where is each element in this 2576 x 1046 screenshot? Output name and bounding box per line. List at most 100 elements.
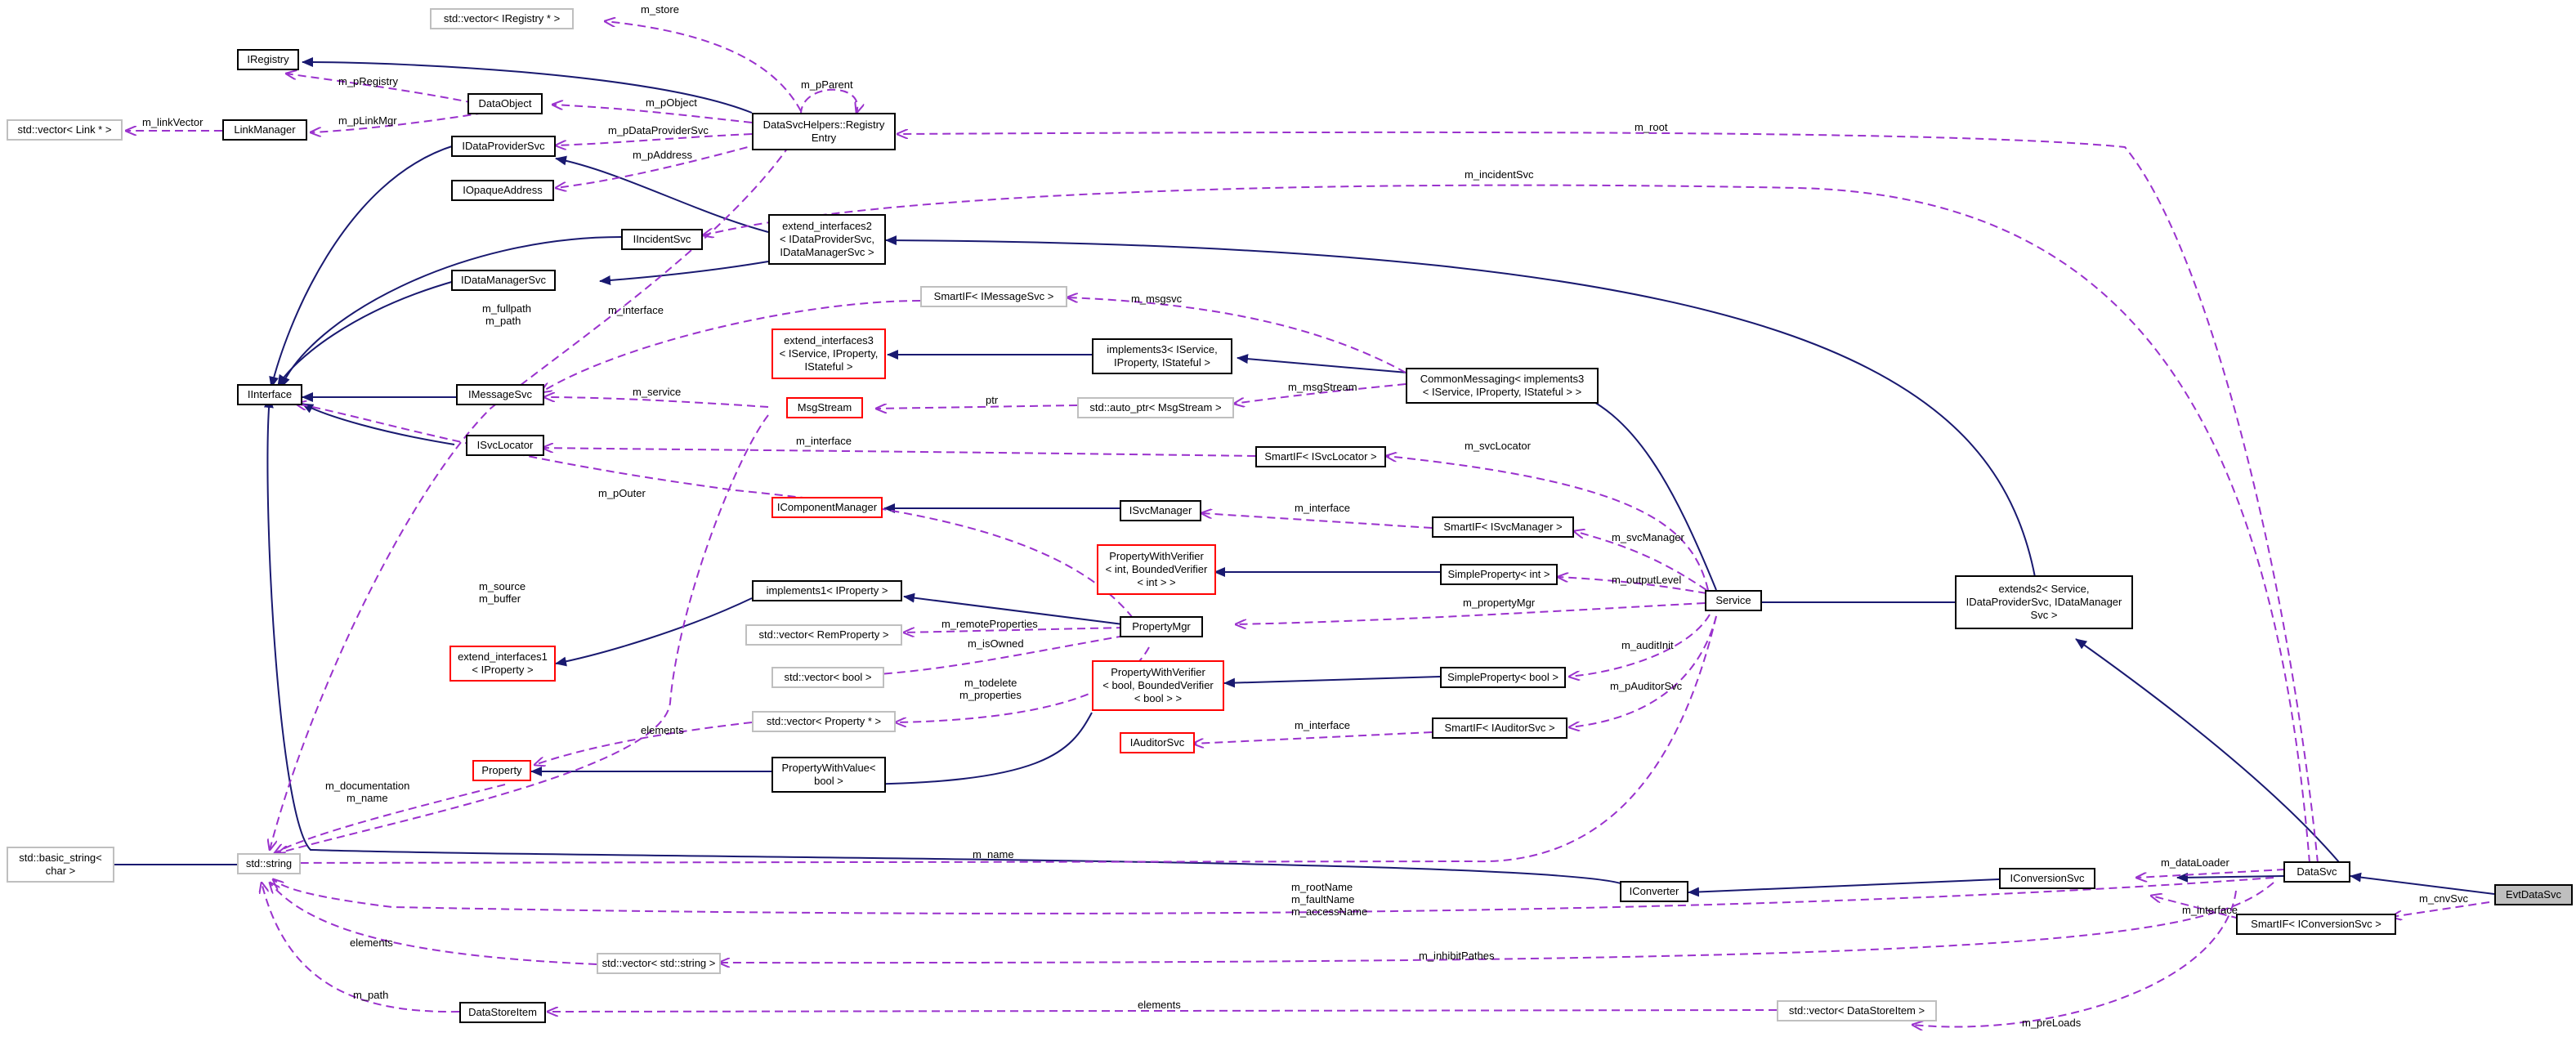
node-propertymgr[interactable]: PropertyMgr xyxy=(1120,616,1203,637)
node-commonmessaging[interactable]: CommonMessaging< implements3 < IService,… xyxy=(1406,368,1599,404)
node-simpleproperty-bool[interactable]: SimpleProperty< bool > xyxy=(1440,667,1566,688)
node-iopaqueaddress[interactable]: IOpaqueAddress xyxy=(451,180,554,201)
node-iauditorsvc[interactable]: IAuditorSvc xyxy=(1120,732,1195,753)
edge-simpleproperty-bool-pwv-bool xyxy=(1223,676,1441,688)
node-vector-string[interactable]: std::vector< std::string > xyxy=(597,953,721,974)
node-auto-ptr-msgstream[interactable]: std::auto_ptr< MsgStream > xyxy=(1077,397,1234,418)
node-implements1[interactable]: implements1< IProperty > xyxy=(752,580,902,601)
edge-service-std-string-name xyxy=(273,615,1717,863)
edge-iconversionsvc-datasvc-dataloader xyxy=(2136,869,2286,878)
edge-commonmessaging-smartif-imessagesvc xyxy=(1067,297,1407,373)
node-service[interactable]: Service xyxy=(1705,590,1762,611)
node-propertywithvalue[interactable]: PropertyWithValue< bool > xyxy=(771,757,886,793)
node-extend-interfaces1[interactable]: extend_interfaces1 < IProperty > xyxy=(449,646,556,682)
node-icomponentmanager[interactable]: IComponentManager xyxy=(771,497,883,518)
label-m-linkvector: m_linkVector xyxy=(142,116,203,128)
label-m-plinkmgr: m_pLinkMgr xyxy=(338,114,397,127)
edge-isvclocator-iinterface xyxy=(302,403,455,445)
node-registryentry[interactable]: DataSvcHelpers::Registry Entry xyxy=(752,113,896,150)
node-linkmanager[interactable]: LinkManager xyxy=(222,119,307,141)
node-simpleproperty-int[interactable]: SimpleProperty< int > xyxy=(1440,564,1558,585)
edge-propertymgr-vector-bool xyxy=(866,635,1125,675)
label-m-inhibitpathes: m_inhibitPathes xyxy=(1419,950,1495,962)
label-m-cnvsvc: m_cnvSvc xyxy=(2419,892,2468,905)
node-smartif-isvclocator[interactable]: SmartIF< ISvcLocator > xyxy=(1255,446,1386,467)
node-msgstream[interactable]: MsgStream xyxy=(786,397,863,418)
node-basic-string[interactable]: std::basic_string< char > xyxy=(7,847,114,883)
edge-vector-string-datasvc xyxy=(719,882,2274,963)
edge-smartif-isvcmanager-isvcmanager xyxy=(1201,513,1433,529)
edge-idatamanagersvc-iinterface xyxy=(277,280,455,387)
node-datasvc[interactable]: DataSvc xyxy=(2283,861,2350,883)
node-smartif-iauditorsvc[interactable]: SmartIF< IAuditorSvc > xyxy=(1432,717,1568,739)
node-property[interactable]: Property xyxy=(472,760,531,781)
node-smartif-iconversionsvc[interactable]: SmartIF< IConversionSvc > xyxy=(2236,914,2396,935)
node-extend-interfaces2[interactable]: extend_interfaces2 < IDataProviderSvc, I… xyxy=(768,214,886,265)
node-isvcmanager[interactable]: ISvcManager xyxy=(1120,500,1201,521)
edge-iregistry-registryentry xyxy=(302,57,753,114)
label-m-svcmanager: m_svcManager xyxy=(1612,531,1685,543)
label-m-name: m_name xyxy=(973,848,1014,860)
edge-smartif-iconversionsvc-evtdatasvc xyxy=(2391,901,2490,917)
edge-registryentry-std-string xyxy=(270,145,790,850)
label-m-svclocator: m_svcLocator xyxy=(1465,440,1532,452)
node-datastoreitem[interactable]: DataStoreItem xyxy=(459,1002,546,1023)
node-vector-iregistry[interactable]: std::vector< IRegistry * > xyxy=(430,8,574,29)
edge-service-simpleproperty-bool xyxy=(1569,614,1711,677)
edge-propertymgr-vector-remproperty xyxy=(904,627,1125,633)
edge-registryentry-vector-iregistry xyxy=(605,21,802,112)
node-imessagesvc[interactable]: IMessageSvc xyxy=(456,384,544,405)
edge-iincidentsvc-iinterface xyxy=(280,236,622,388)
node-iincidentsvc[interactable]: IIncidentSvc xyxy=(621,229,703,250)
node-evtdatasvc[interactable]: EvtDataSvc xyxy=(2494,884,2573,905)
edge-extend-interfaces1-implements1 xyxy=(555,597,753,667)
node-vector-datastoreitem[interactable]: std::vector< DataStoreItem > xyxy=(1777,1000,1937,1021)
label-m-auditinit: m_auditInit xyxy=(1621,639,1674,651)
edge-service-smartif-isvclocator xyxy=(1386,456,1709,591)
edge-smartif-isvclocator-isvclocator xyxy=(543,448,1256,457)
label-m-pobject: m_pObject xyxy=(646,96,697,109)
node-vector-link[interactable]: std::vector< Link * > xyxy=(7,119,123,141)
edge-datastoreitem-std-string xyxy=(262,883,460,1013)
label-elements-datastoreitem: elements xyxy=(1138,999,1181,1011)
label-m-preloads: m_preLoads xyxy=(2022,1017,2082,1029)
label-m-pregistry: m_pRegistry xyxy=(338,75,398,87)
edge-std-string-datasvc-rootname xyxy=(273,877,2274,914)
edge-msgstream-imessagesvc xyxy=(544,397,769,408)
node-smartif-imessagesvc[interactable]: SmartIF< IMessageSvc > xyxy=(920,286,1067,307)
node-iregistry[interactable]: IRegistry xyxy=(237,49,299,70)
node-extend-interfaces3[interactable]: extend_interfaces3 < IService, IProperty… xyxy=(771,329,886,379)
node-dataobject[interactable]: DataObject xyxy=(467,93,543,114)
edge-iconversionsvc-datasvc-interface xyxy=(2151,896,2240,919)
node-implements3[interactable]: implements3< IService, IProperty, IState… xyxy=(1092,338,1232,374)
node-iconverter[interactable]: IConverter xyxy=(1620,881,1688,902)
edge-idataprovidersvc-iinterface xyxy=(269,145,455,388)
node-pwv-bool[interactable]: PropertyWithVerifier < bool, BoundedVeri… xyxy=(1092,660,1224,711)
edge-iconverter-iconversionsvc xyxy=(1688,878,2000,897)
node-extends2[interactable]: extends2< Service, IDataProviderSvc, IDa… xyxy=(1955,575,2133,629)
node-isvclocator[interactable]: ISvcLocator xyxy=(466,435,544,456)
edge-pwv-bool-propertywithvalue xyxy=(839,712,1093,789)
node-vector-remproperty[interactable]: std::vector< RemProperty > xyxy=(745,624,902,646)
label-elements-vector-string: elements xyxy=(350,936,393,949)
node-idataprovidersvc[interactable]: IDataProviderSvc xyxy=(451,136,556,157)
label-m-service: m_service xyxy=(633,386,681,398)
label-m-path: m_path xyxy=(353,989,388,1001)
edge-service-smartif-iauditorsvc xyxy=(1569,615,1717,727)
node-idatamanagersvc[interactable]: IDataManagerSvc xyxy=(451,270,556,291)
edge-datasvc-registryentry-root xyxy=(897,132,2319,864)
node-iconversionsvc[interactable]: IConversionSvc xyxy=(1999,868,2095,889)
edge-smartif-iauditorsvc-iauditorsvc xyxy=(1193,731,1433,744)
label-m-msgstream: m_msgStream xyxy=(1288,381,1357,393)
edge-propertymgr-iinterface xyxy=(296,404,1134,619)
edge-extend-interfaces2-extends2 xyxy=(885,235,2036,578)
node-smartif-isvcmanager[interactable]: SmartIF< ISvcManager > xyxy=(1432,516,1574,538)
node-vector-bool[interactable]: std::vector< bool > xyxy=(771,667,884,688)
edge-smartif-imessagesvc-imessagesvc xyxy=(541,300,921,392)
node-vector-property[interactable]: std::vector< Property * > xyxy=(752,711,896,732)
node-std-string[interactable]: std::string xyxy=(237,853,301,874)
node-pwv-int[interactable]: PropertyWithVerifier < int, BoundedVerif… xyxy=(1097,544,1216,595)
node-iinterface[interactable]: IInterface xyxy=(237,384,302,405)
